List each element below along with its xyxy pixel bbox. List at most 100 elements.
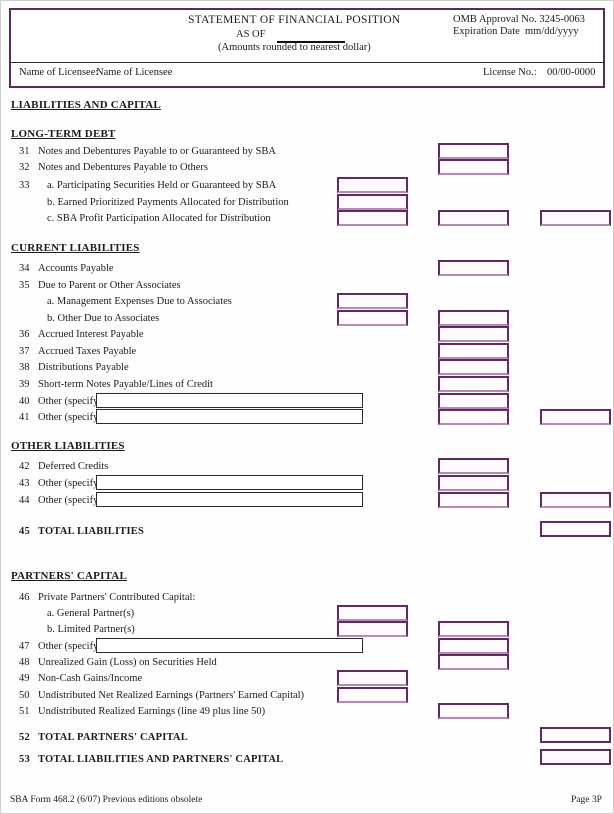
line-48-row: 48 Unrealized Gain (Loss) on Securities … xyxy=(1,654,613,673)
line-number: 32 xyxy=(19,162,30,173)
line40-amount-input[interactable] xyxy=(438,393,509,409)
line-number: 38 xyxy=(19,362,30,373)
line33b-subamount-input[interactable] xyxy=(337,194,408,210)
line33a-subamount-input[interactable] xyxy=(337,177,408,193)
line-number: 51 xyxy=(19,706,30,717)
line-label: Other (specify) xyxy=(38,412,102,423)
line-33b-row: b. Earned Prioritized Payments Allocated… xyxy=(1,194,613,213)
line44-total-input[interactable] xyxy=(540,492,611,508)
line51-amount-input[interactable] xyxy=(438,703,509,719)
line-label: Accrued Taxes Payable xyxy=(38,346,137,357)
form-number-footer: SBA Form 468.2 (6/07) Previous editions … xyxy=(10,795,203,805)
line-number: 33 xyxy=(19,180,30,191)
line-39-row: 39 Short-term Notes Payable/Lines of Cre… xyxy=(1,376,613,395)
line-label: a. Management Expenses Due to Associates xyxy=(47,296,232,307)
form-title: STATEMENT OF FINANCIAL POSITION xyxy=(188,14,401,26)
line-number: 50 xyxy=(19,690,30,701)
line-40-row: 40 Other (specify) xyxy=(1,393,613,412)
line34-amount-input[interactable] xyxy=(438,260,509,276)
line-label: TOTAL PARTNERS' CAPITAL xyxy=(38,732,188,743)
line40-specify-input[interactable] xyxy=(96,393,363,408)
line-number: 31 xyxy=(19,146,30,157)
line52-total-partners-capital-input[interactable] xyxy=(540,727,611,743)
line36-amount-input[interactable] xyxy=(438,326,509,342)
line-number: 46 xyxy=(19,592,30,603)
line-35-row: 35 Due to Parent or Other Associates xyxy=(1,279,613,296)
line35a-subamount-input[interactable] xyxy=(337,293,408,309)
line-42-row: 42 Deferred Credits xyxy=(1,458,613,477)
line46b-subamount-input[interactable] xyxy=(337,621,408,637)
line31-amount-input[interactable] xyxy=(438,143,509,159)
line-38-row: 38 Distributions Payable xyxy=(1,359,613,378)
line-number: 47 xyxy=(19,641,30,652)
section-long-term-debt: LONG-TERM DEBT xyxy=(11,128,116,140)
line-number: 45 xyxy=(19,526,30,537)
line-label: Notes and Debentures Payable to or Guara… xyxy=(38,146,276,157)
line33c-amount-input[interactable] xyxy=(438,210,509,226)
line-46a-row: a. General Partner(s) xyxy=(1,605,613,624)
line-label: Short-term Notes Payable/Lines of Credit xyxy=(38,379,213,390)
line-label: Deferred Credits xyxy=(38,461,109,472)
line-label: TOTAL LIABILITIES AND PARTNERS' CAPITAL xyxy=(38,754,284,765)
line-number: 44 xyxy=(19,495,30,506)
line-number: 34 xyxy=(19,263,30,274)
line-label: Notes and Debentures Payable to Others xyxy=(38,162,208,173)
line-number: 49 xyxy=(19,673,30,684)
line44-specify-input[interactable] xyxy=(96,492,363,507)
line-50-row: 50 Undistributed Net Realized Earnings (… xyxy=(1,687,613,706)
line-number: 36 xyxy=(19,329,30,340)
line39-amount-input[interactable] xyxy=(438,376,509,392)
line-label: b. Limited Partner(s) xyxy=(47,624,135,635)
line-34-row: 34 Accounts Payable xyxy=(1,260,613,279)
section-liabilities-and-capital: LIABILITIES AND CAPITAL xyxy=(11,99,161,111)
line37-amount-input[interactable] xyxy=(438,343,509,359)
license-no-value: 00/00-0000 xyxy=(547,67,596,78)
line46a-subamount-input[interactable] xyxy=(337,605,408,621)
line-label: Unrealized Gain (Loss) on Securities Hel… xyxy=(38,657,217,668)
line33c-total-input[interactable] xyxy=(540,210,611,226)
line35b-subamount-input[interactable] xyxy=(337,310,408,326)
line-51-row: 51 Undistributed Realized Earnings (line… xyxy=(1,703,613,722)
line43-amount-input[interactable] xyxy=(438,475,509,491)
line47-amount-input[interactable] xyxy=(438,638,509,654)
line50-subamount-input[interactable] xyxy=(337,687,408,703)
line-label: b. Earned Prioritized Payments Allocated… xyxy=(47,197,289,208)
line-31-row: 31 Notes and Debentures Payable to or Gu… xyxy=(1,143,613,162)
section-partners-capital: PARTNERS' CAPITAL xyxy=(11,570,127,582)
licensee-label: Name of Licensee: xyxy=(19,67,99,78)
line44-amount-input[interactable] xyxy=(438,492,509,508)
line53-total-liabilities-and-capital-input[interactable] xyxy=(540,749,611,765)
line-53-row: 53 TOTAL LIABILITIES AND PARTNERS' CAPIT… xyxy=(1,749,613,770)
line33c-subamount-input[interactable] xyxy=(337,210,408,226)
line38-amount-input[interactable] xyxy=(438,359,509,375)
line41-total-input[interactable] xyxy=(540,409,611,425)
form-subtitle: (Amounts rounded to nearest dollar) xyxy=(218,42,371,53)
line41-amount-input[interactable] xyxy=(438,409,509,425)
line-label: Other (specify) xyxy=(38,641,102,652)
line-label: Accounts Payable xyxy=(38,263,114,274)
line46b-amount-input[interactable] xyxy=(438,621,509,637)
line41-specify-input[interactable] xyxy=(96,409,363,424)
line-number: 48 xyxy=(19,657,30,668)
line43-specify-input[interactable] xyxy=(96,475,363,490)
line47-specify-input[interactable] xyxy=(96,638,363,653)
line45-total-liabilities-input[interactable] xyxy=(540,521,611,537)
line-label: Accrued Interest Payable xyxy=(38,329,144,340)
line32-amount-input[interactable] xyxy=(438,159,509,175)
line-49-row: 49 Non-Cash Gains/Income xyxy=(1,670,613,689)
line-label: Undistributed Realized Earnings (line 49… xyxy=(38,706,266,717)
line42-amount-input[interactable] xyxy=(438,458,509,474)
line48-amount-input[interactable] xyxy=(438,654,509,670)
line-label: b. Other Due to Associates xyxy=(47,313,160,324)
as-of-date-blank xyxy=(277,41,345,43)
line-47-row: 47 Other (specify) xyxy=(1,638,613,657)
as-of-label: AS OF xyxy=(236,29,266,40)
line-35b-row: b. Other Due to Associates xyxy=(1,310,613,329)
line-label: Non-Cash Gains/Income xyxy=(38,673,143,684)
section-other-liabilities: OTHER LIABILITIES xyxy=(11,440,125,452)
line-number: 42 xyxy=(19,461,30,472)
line49-subamount-input[interactable] xyxy=(337,670,408,686)
line35b-amount-input[interactable] xyxy=(438,310,509,326)
line-label: a. General Partner(s) xyxy=(47,608,135,619)
